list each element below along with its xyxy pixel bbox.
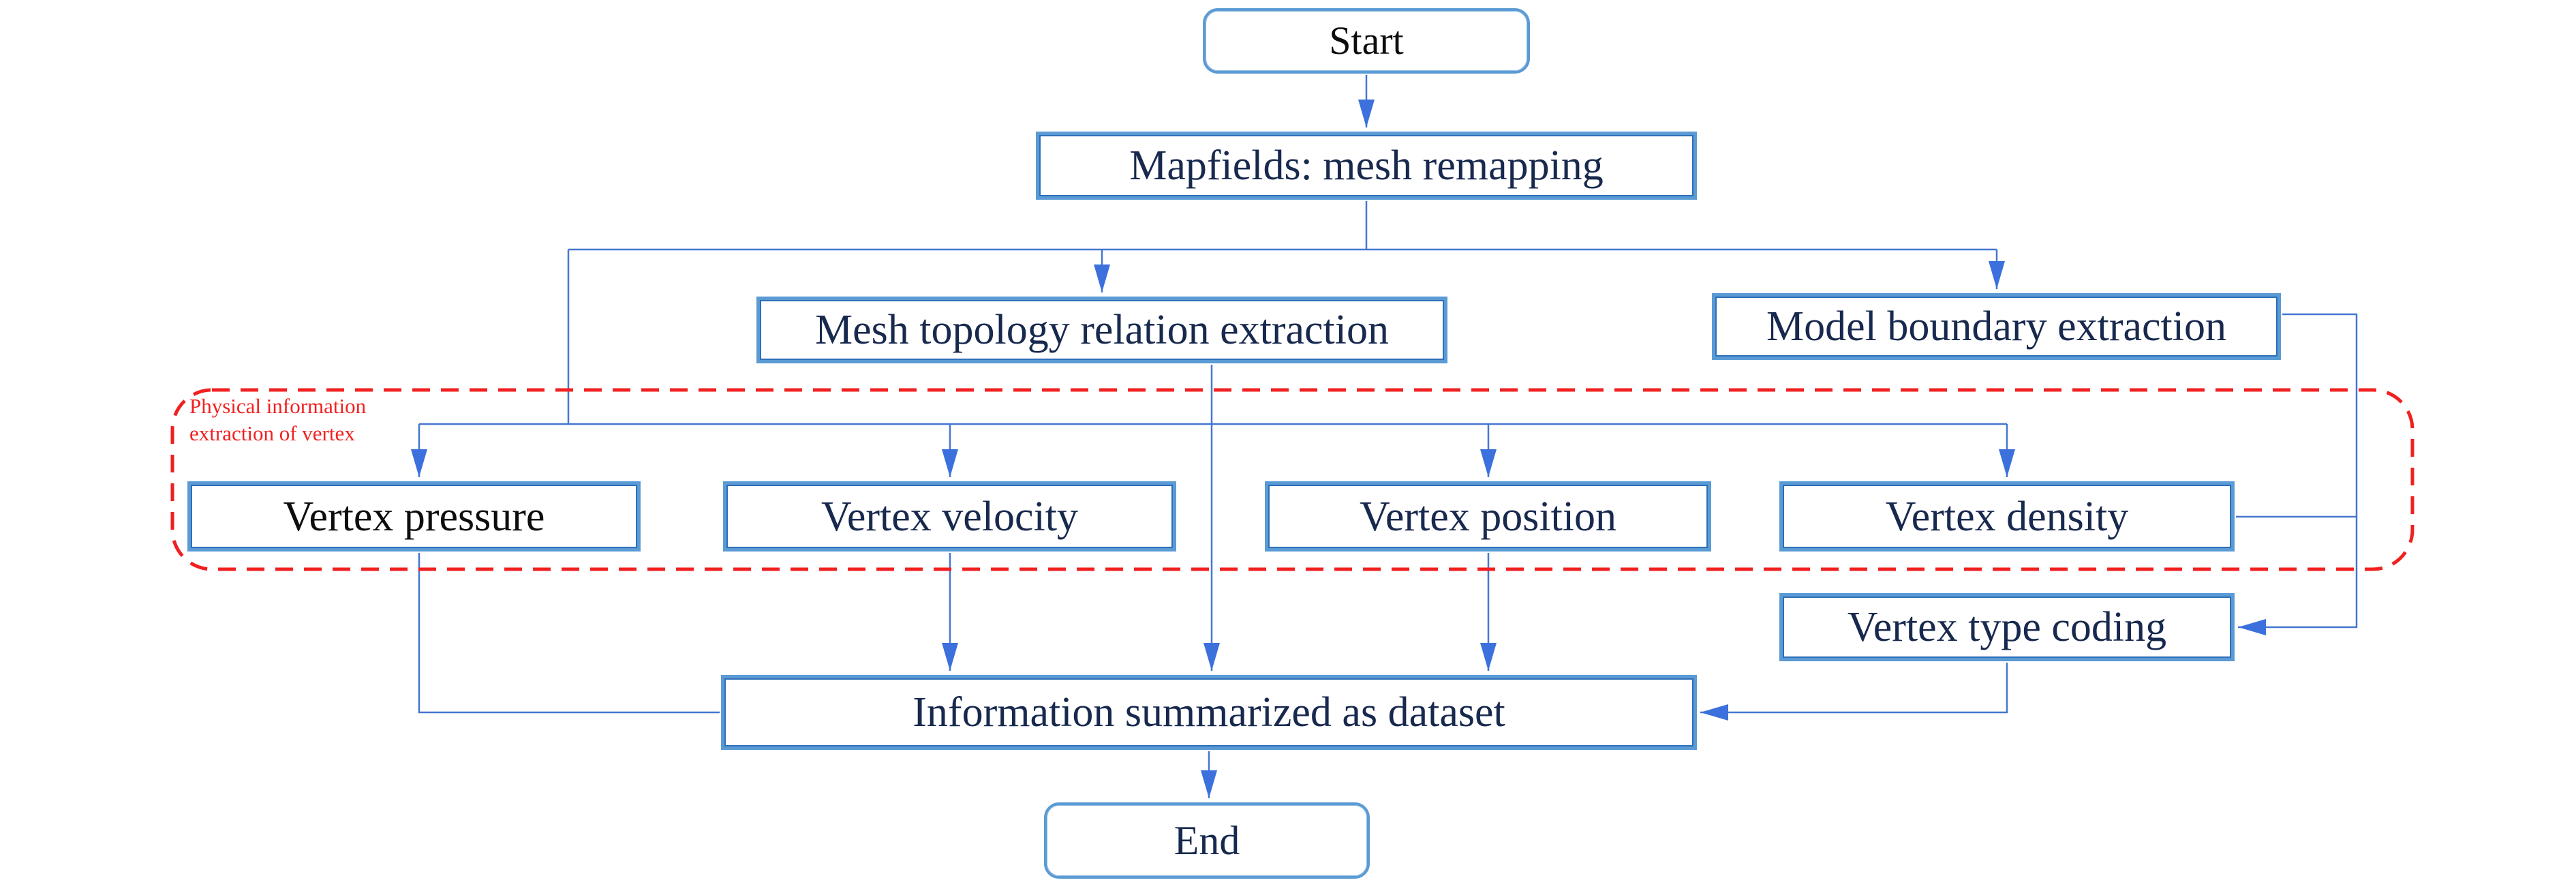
edge-vertex-pressure-information — [418, 553, 720, 714]
node-start: Start — [1203, 8, 1530, 74]
node-information: Information summarized as dataset — [721, 675, 1697, 750]
node-vertex-type-coding: Vertex type coding — [1779, 593, 2235, 661]
node-model-boundary-label: Model boundary extraction — [1766, 303, 2226, 350]
edge-vertex-type-coding-information — [1700, 663, 2008, 721]
node-information-label: Information summarized as dataset — [913, 689, 1505, 736]
node-vertex-velocity: Vertex velocity — [723, 481, 1176, 552]
node-end-label: End — [1174, 818, 1240, 863]
physical-information-label-line1: Physical information — [189, 394, 367, 418]
node-vertex-density: Vertex density — [1779, 481, 2235, 552]
node-vertex-pressure: Vertex pressure — [187, 481, 641, 552]
node-vertex-pressure-label: Vertex pressure — [283, 493, 545, 540]
physical-information-region — [170, 388, 2414, 571]
node-mesh-topology: Mesh topology relation extraction — [756, 297, 1447, 363]
node-model-boundary: Model boundary extraction — [1712, 293, 2281, 360]
node-mesh-topology-label: Mesh topology relation extraction — [815, 307, 1389, 353]
node-vertex-position: Vertex position — [1265, 481, 1711, 552]
node-end: End — [1044, 802, 1370, 879]
node-vertex-density-label: Vertex density — [1885, 493, 2129, 540]
physical-information-label-line2: extraction of vertex — [189, 421, 355, 445]
node-vertex-position-label: Vertex position — [1359, 493, 1617, 540]
node-vertex-velocity-label: Vertex velocity — [821, 493, 1079, 540]
edge-model-boundary-vertex-type-coding — [2238, 313, 2358, 635]
node-mapfields: Mapfields: mesh remapping — [1036, 132, 1697, 200]
physical-information-label: Physical information extraction of verte… — [189, 393, 366, 447]
node-vertex-type-coding-label: Vertex type coding — [1847, 604, 2167, 650]
node-start-label: Start — [1329, 18, 1404, 63]
node-mapfields-label: Mapfields: mesh remapping — [1129, 142, 1604, 189]
